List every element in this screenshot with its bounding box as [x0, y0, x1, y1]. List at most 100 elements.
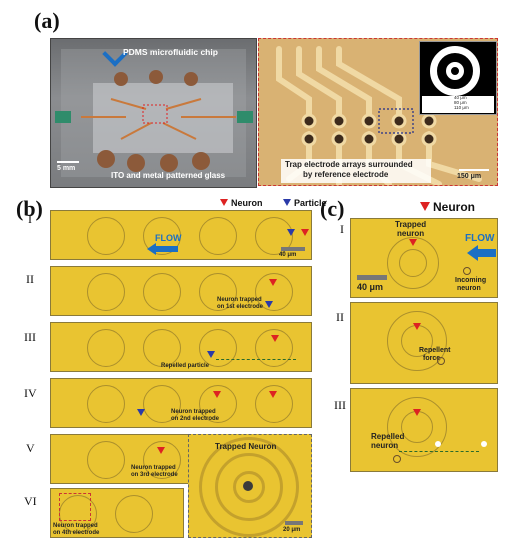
inset-ring-1: [199, 437, 299, 537]
caption-II-line2: on 1st electrode: [217, 304, 264, 310]
electrode-ring: [87, 273, 125, 311]
panel-c-letter: (c): [320, 196, 345, 221]
neuron-marker: [271, 335, 279, 342]
neuron-marker: [409, 239, 417, 246]
trapped-line1: Trapped: [395, 220, 427, 229]
particle-marker: [287, 229, 295, 236]
white-dot-2: [481, 441, 487, 447]
trap-label-box: [281, 159, 431, 183]
neuron-marker: [413, 323, 421, 330]
caption-IV-line2: on 2nd electrode: [171, 416, 220, 422]
inset-ring-2: [215, 453, 283, 521]
particle-marker: [207, 351, 215, 358]
legend-neuron-c: Neuron: [420, 200, 475, 214]
repelled-line1: Repelled: [371, 432, 405, 441]
neuron-marker-icon: [420, 202, 430, 211]
strip-row-II: Neuron trapped on 1st electrode: [50, 266, 312, 316]
trapped-line2: neuron: [397, 229, 425, 238]
caption-VI-line2: on 4th electrode: [53, 530, 100, 536]
trapped-neuron-inset: Trapped Neuron 20 μm: [188, 434, 312, 538]
panel-b-letter: (b): [16, 196, 43, 221]
caption-V-line1: Neuron trapped: [131, 465, 176, 471]
electrode-inset: 40 μm 80 μm 110 μm: [419, 41, 497, 115]
electrode-ring: [87, 217, 125, 255]
electrode-ring: [199, 273, 237, 311]
neuron-marker: [301, 229, 309, 236]
electrode-ring: [143, 217, 181, 255]
electrode-ring: [199, 329, 237, 367]
repelled-neuron-cell: [393, 455, 401, 463]
flow-arrow-icon: [147, 243, 156, 255]
inset-dim-40: 40 μm: [454, 95, 467, 100]
c-row-label-II: II: [336, 310, 344, 324]
caption-inset: Trapped Neuron: [215, 442, 277, 451]
electrode-ring: [87, 385, 125, 423]
zoom-box: [59, 493, 91, 521]
c-row-label-III: III: [334, 398, 346, 412]
repelled-path: [399, 451, 479, 452]
flow-arrow-c-icon: [467, 245, 478, 261]
glass-label: ITO and metal patterned glass: [111, 171, 226, 180]
strip-row-I: FLOW 40 μm: [50, 210, 312, 260]
neuron-marker-icon: [220, 199, 228, 206]
electrode-ring: [143, 441, 181, 479]
scale-bar-c: [357, 275, 387, 280]
neuron-marker: [157, 447, 165, 454]
scale-bar-inset: [285, 521, 303, 525]
electrode-ring: [115, 495, 153, 533]
caption-V-line2: on 3rd electrode: [131, 472, 178, 478]
neuron-marker: [213, 391, 221, 398]
neuron-marker: [413, 409, 421, 416]
white-dot-1: [435, 441, 441, 447]
scale-label-left: 5 mm: [57, 165, 76, 172]
trap-label-line1: Trap electrode arrays surrounded: [285, 160, 413, 169]
caption-VI-line1: Neuron trapped: [53, 523, 98, 529]
flow-arrow-c-shaft: [478, 249, 496, 257]
incoming-neuron-cell: [463, 267, 471, 275]
scale-bar-b: [281, 247, 305, 251]
row-label-II: II: [26, 272, 34, 286]
scale-bar-right: [459, 169, 489, 171]
strip-row-III: Repelled particle: [50, 322, 312, 372]
inset-dim-80: 80 μm: [454, 100, 467, 105]
legend-neuron-b: Neuron: [220, 198, 263, 208]
inset-inner-dot: [446, 62, 464, 80]
caption-III: Repelled particle: [161, 363, 210, 369]
row-label-V: V: [26, 441, 35, 455]
incoming-line2: neuron: [457, 285, 481, 292]
neuron-marker: [269, 391, 277, 398]
c-strip-III: Repelled neuron: [350, 388, 498, 472]
electrode-ring: [143, 385, 181, 423]
inset-ring-3: [233, 471, 265, 503]
electrode-ring: [199, 217, 237, 255]
repellent-line1: Repellent: [419, 347, 451, 354]
electrode-ring: [387, 397, 447, 457]
panel-a-letter: (a): [34, 8, 60, 33]
electrode-ring: [143, 273, 181, 311]
chip-label: PDMS microfluidic chip: [123, 47, 218, 57]
scale-label-c: 40 μm: [357, 282, 384, 292]
caption-II-line1: Neuron trapped: [217, 297, 262, 303]
electrode-ring: [399, 249, 427, 277]
electrode-ring: [87, 441, 125, 479]
particle-marker: [265, 301, 273, 308]
electrode-ring: [255, 217, 293, 255]
particle-marker: [137, 409, 145, 416]
flow-label-c: FLOW: [465, 233, 495, 244]
repelled-neuron-cell: [437, 357, 445, 365]
electrode-ring: [143, 329, 181, 367]
strip-row-VI: Neuron trapped on 4th electrode: [50, 488, 184, 538]
repelled-line2: neuron: [371, 441, 399, 450]
trapped-neuron-cell: [243, 481, 253, 491]
c-strip-I: Trapped neuron FLOW 40 μm Incoming neuro…: [350, 218, 498, 298]
electrode-ring: [255, 385, 293, 423]
incoming-line1: Incoming: [455, 277, 487, 284]
chip-illustration: [55, 49, 253, 177]
electrode-ring: [387, 311, 447, 371]
repellent-line2: force: [423, 355, 441, 362]
particle-marker-icon: [283, 199, 291, 206]
electrode-ring: [255, 273, 293, 311]
scale-label-b: 40 μm: [279, 252, 297, 258]
electrode-ring: [87, 329, 125, 367]
inset-outer-ring: [430, 46, 480, 96]
